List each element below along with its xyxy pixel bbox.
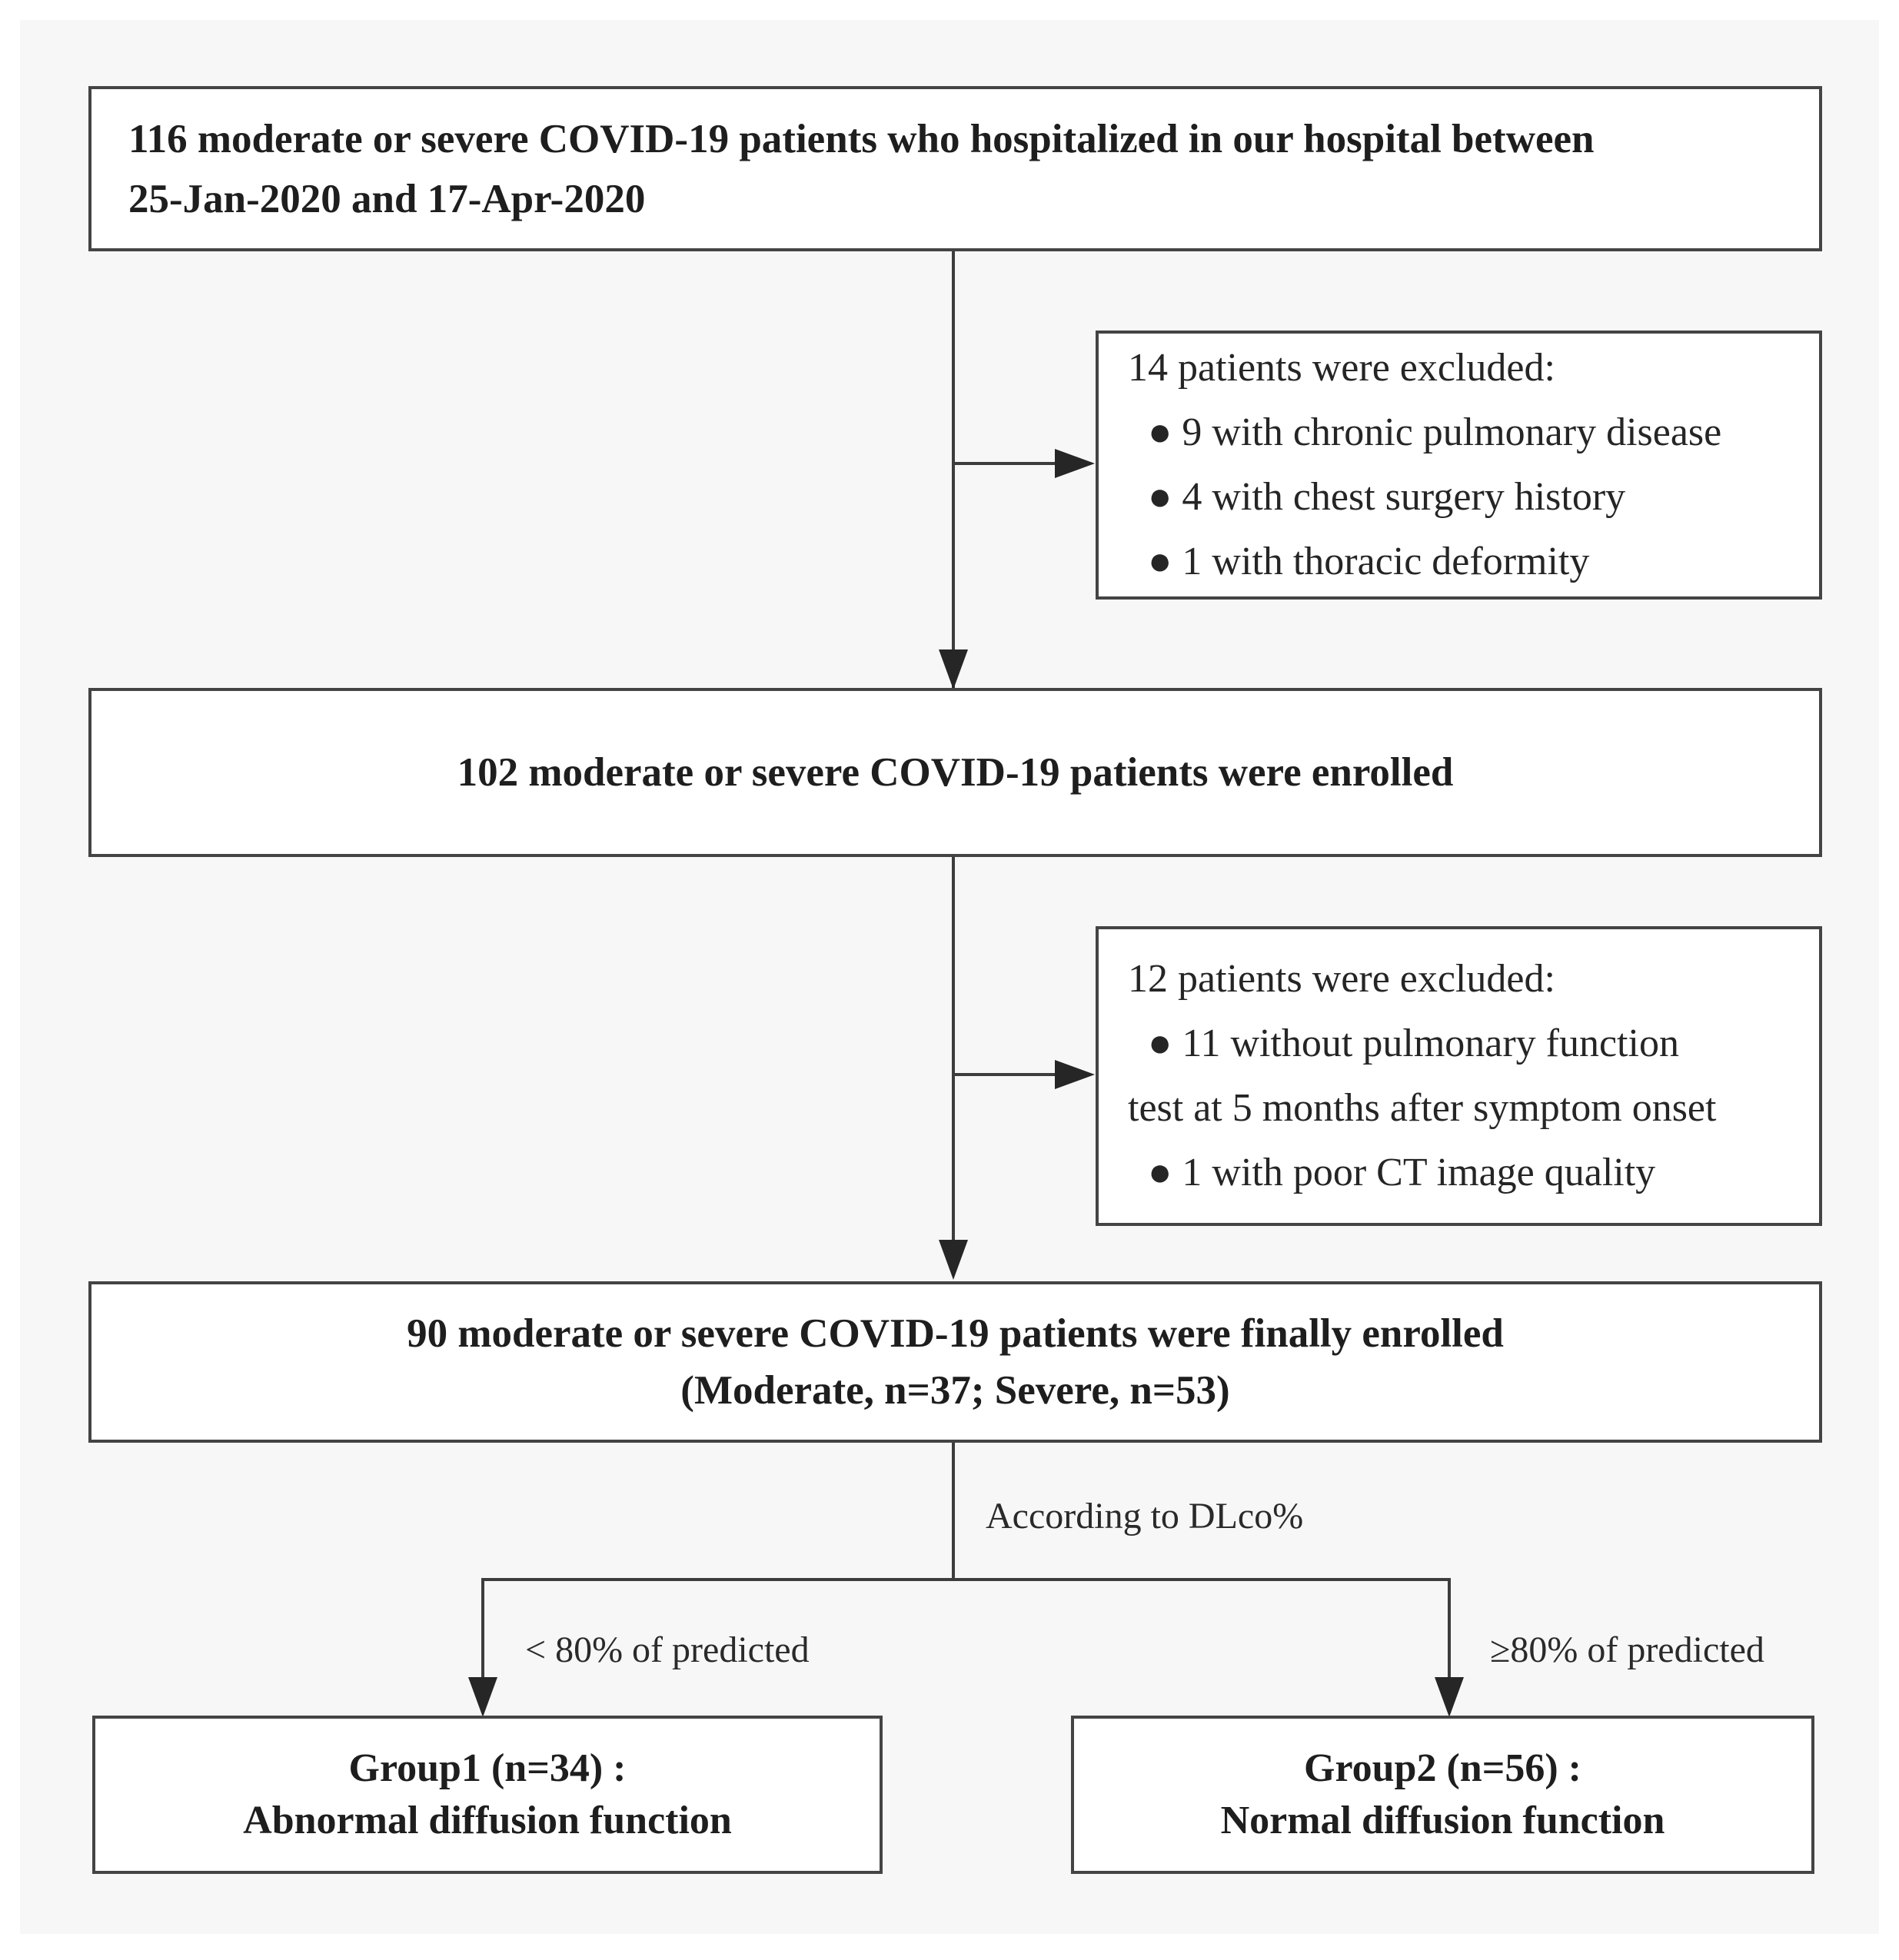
left-branch-label: < 80% of predicted: [525, 1629, 810, 1670]
initial-cohort-line2: 25-Jan-2020 and 17-Apr-2020: [128, 176, 646, 221]
connector-final-to-split: [952, 1443, 955, 1581]
exclusion1-title: 14 patients were excluded:: [1128, 346, 1555, 390]
connector-to-exclusion2: [953, 1073, 1061, 1076]
group2-line1: Group2 (n=56) :: [1304, 1746, 1581, 1790]
exclusion2-title: 12 patients were excluded:: [1128, 957, 1555, 1001]
arrowhead-right-icon: [1055, 449, 1095, 478]
final-enrolled-line2: (Moderate, n=37; Severe, n=53): [680, 1368, 1230, 1413]
group1-line2: Abnormal diffusion function: [243, 1799, 732, 1842]
exclusion1-box: 14 patients were excluded: ● 9 with chro…: [1096, 331, 1822, 600]
exclusion2-item: ● 11 without pulmonary function: [1148, 1022, 1679, 1065]
split-line: [483, 1578, 1451, 1581]
connector-to-group1: [481, 1578, 484, 1679]
arrowhead-right-icon: [1055, 1060, 1095, 1089]
exclusion2-item: ● 1 with poor CT image quality: [1148, 1151, 1656, 1194]
connector-enrolled-to-final: [952, 857, 955, 1241]
connector-initial-to-enrolled: [952, 251, 955, 689]
arrowhead-down-icon: [939, 649, 968, 689]
enrolled-box: 102 moderate or severe COVID-19 patients…: [88, 688, 1822, 857]
exclusion2-box: 12 patients were excluded: ● 11 without …: [1096, 926, 1822, 1226]
final-enrolled-line1: 90 moderate or severe COVID-19 patients …: [407, 1311, 1504, 1356]
arrowhead-down-icon: [939, 1240, 968, 1280]
group1-box: Group1 (n=34) : Abnormal diffusion funct…: [92, 1716, 883, 1874]
connector-to-exclusion1: [953, 462, 1061, 465]
connector-to-group2: [1448, 1578, 1451, 1679]
right-branch-label: ≥80% of predicted: [1490, 1629, 1764, 1670]
initial-cohort-box: 116 moderate or severe COVID-19 patients…: [88, 86, 1822, 251]
exclusion2-item-continuation: test at 5 months after symptom onset: [1128, 1086, 1717, 1130]
arrowhead-down-icon: [468, 1677, 497, 1717]
arrowhead-down-icon: [1435, 1677, 1464, 1717]
group2-box: Group2 (n=56) : Normal diffusion functio…: [1071, 1716, 1814, 1874]
initial-cohort-line1: 116 moderate or severe COVID-19 patients…: [128, 116, 1595, 161]
group2-line2: Normal diffusion function: [1220, 1799, 1665, 1842]
exclusion1-item: ● 1 with thoracic deformity: [1148, 540, 1590, 583]
exclusion1-item: ● 9 with chronic pulmonary disease: [1148, 410, 1722, 454]
enrolled-text: 102 moderate or severe COVID-19 patients…: [457, 750, 1454, 795]
split-criterion-label: According to DLco%: [986, 1496, 1304, 1536]
group1-line1: Group1 (n=34) :: [348, 1746, 627, 1790]
exclusion1-item: ● 4 with chest surgery history: [1148, 475, 1626, 519]
final-enrolled-box: 90 moderate or severe COVID-19 patients …: [88, 1281, 1822, 1443]
